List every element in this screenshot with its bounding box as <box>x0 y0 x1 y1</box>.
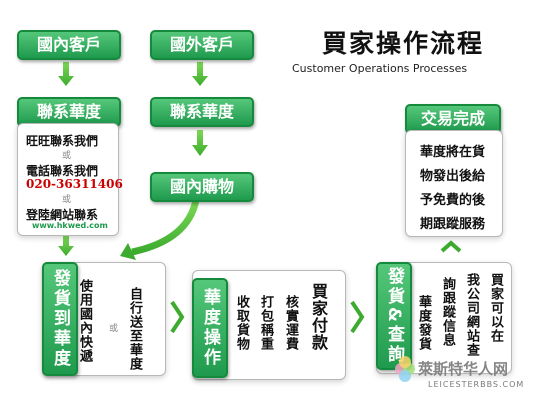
stage3-col-4: 買家可以在 <box>488 273 503 343</box>
phone-number: 020-36311406 <box>26 177 123 191</box>
page-title: 買家操作流程 <box>322 29 485 58</box>
website-url: www.hkwed.com <box>32 221 108 230</box>
stage2-label: 華度操作 <box>192 278 228 378</box>
stage3-label: 發貨&查詢 <box>376 262 412 370</box>
foreign-customer-tag: 國外客戶 <box>150 30 254 60</box>
stage3-col-2: 詢跟蹤信息 <box>440 277 455 347</box>
stage1-label: 發貨到華度 <box>42 262 78 376</box>
arrow-down-1 <box>58 62 74 86</box>
watermark-url: LEICESTERBBS.COM <box>428 380 525 389</box>
arrow-curve <box>131 199 200 256</box>
arrow-down-2 <box>192 62 208 86</box>
stage3-col-3: 我公司網站查 <box>464 273 479 357</box>
chevron-right-1 <box>170 300 185 334</box>
complete-line-2: 物發出後給 <box>420 169 486 184</box>
complete-line-4: 期跟蹤服務 <box>420 217 486 232</box>
complete-line-3: 予免費的後 <box>420 193 486 208</box>
trade-complete-box: 華度將在貨 物發出後給 予免費的後 期跟蹤服務 <box>405 130 503 237</box>
middle-contact-tag: 聯系華度 <box>150 97 254 127</box>
arrow-down-4 <box>58 236 74 256</box>
stage1-method-courier: 使用國內快遞 <box>77 279 92 363</box>
contact-method-wangwang: 旺旺聯系我們 <box>26 134 99 148</box>
stage2-step-verify: 核實運費 <box>283 295 298 351</box>
stage2-step-pay: 買家付款 <box>309 283 328 351</box>
page-subtitle: Customer Operations Processes <box>292 62 468 75</box>
or-text-2: 或 <box>62 195 72 205</box>
stage1-or: 或 <box>109 324 119 334</box>
stage2-step-pack: 打包稱重 <box>258 295 273 351</box>
stage3-col-1: 華度發貨 <box>416 295 431 351</box>
chevron-right-2 <box>350 300 365 334</box>
arrow-down-3 <box>192 130 208 156</box>
or-text-1: 或 <box>62 151 72 161</box>
contact-method-website: 登陸網站聯系 <box>26 208 99 222</box>
complete-line-1: 華度將在貨 <box>420 145 486 160</box>
stage1-method-self-delivery: 自行送至華度 <box>127 287 142 371</box>
contact-methods-box: 旺旺聯系我們 或 電話聯系我們 020-36311406 或 登陸網站聯系 ww… <box>17 123 123 236</box>
chevron-up <box>440 240 462 253</box>
arrow-curve-head <box>120 243 136 260</box>
watermark-name: 萊斯特华人网 <box>418 360 509 378</box>
domestic-customer-tag: 國內客戶 <box>17 30 121 60</box>
domestic-shopping-tag: 國內購物 <box>150 172 254 202</box>
stage2-step-receive: 收取貨物 <box>234 295 249 351</box>
contact-method-phone: 電話聯系我們 <box>26 164 99 178</box>
